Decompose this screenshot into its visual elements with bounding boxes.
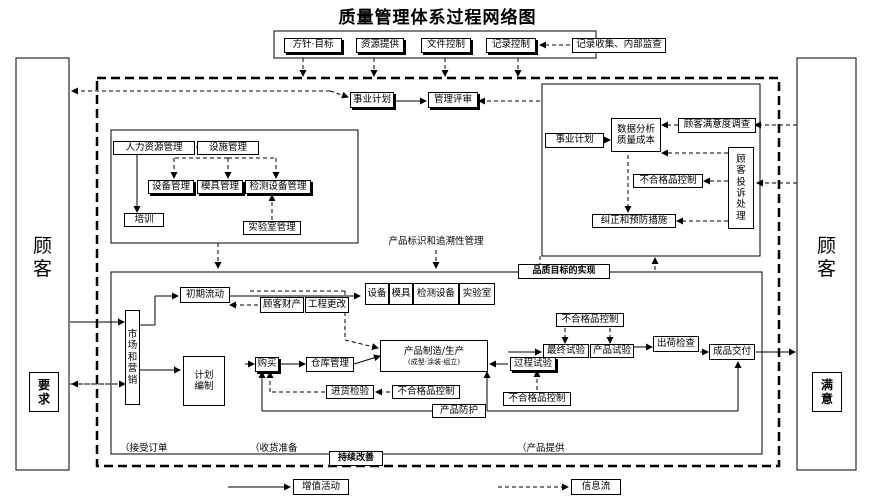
customer-property: 顾客财产 [260,297,304,313]
purchase: 购买 [255,357,279,372]
quality-goal-achievement: 品质目标的实现 [518,264,610,279]
facilities-management: 设施管理 [197,141,259,155]
diagram-title: 质量管理体系过程网络图 [338,8,537,28]
left-customer-panel [15,57,70,471]
corrective-preventive-action: 纠正和预防措施 [592,214,676,228]
left-customer-label: 顾 客 [32,235,52,280]
nonconforming-control-incoming: 不合格品控制 [392,385,460,399]
phase-receiving-preparation: （收货准备 [250,442,298,454]
plan-preparation: 计划 编制 [183,356,225,406]
phase-order-receipt: （接受订单 [120,442,168,454]
product-manufacturing: 产品制造/生产 (成型·涂装·组立) [380,340,488,372]
shipping-inspection: 出荷检查 [653,336,699,352]
business-plan-top: 事业计划 [350,92,394,108]
engineering-change: 工程更改 [305,297,349,313]
analysis-panel [541,83,761,257]
customer-complaint-handling: 顾 客 投 诉 处 理 [728,147,754,229]
requirement-box: 要 求 [29,372,59,412]
initial-flow: 初期流动 [180,287,230,303]
legend-value-added-activity: 增值活动 [293,479,349,495]
nonconforming-control-analysis: 不合格品控制 [633,174,703,188]
phase-product-provision: （产品提供 [517,442,565,454]
final-test: 最终试验 [543,344,589,358]
resource-lab: 实验室 [459,283,495,305]
right-customer-label: 顾 客 [816,235,836,280]
satisfaction-box: 满 意 [812,372,842,412]
incoming-inspection: 进货检验 [326,385,374,399]
data-analysis-quality-cost: 数据分析 质量成本 [611,118,661,152]
top-box-document-control: 文件控制 [421,38,471,53]
customer-satisfaction-survey: 顾客满意度调查 [678,118,756,133]
hr-management: 人力资源管理 [113,141,195,155]
resource-molds: 模具 [389,283,413,305]
top-box-policy: 方针·目标 [284,38,342,53]
resource-panel [110,129,359,244]
product-test: 产品试验 [590,344,634,358]
resource-inspection-equipment: 检测设备 [413,283,459,305]
warehouse-management: 仓库管理 [306,357,354,372]
top-box-resources: 资源提供 [356,38,404,53]
process-test: 过程试验 [510,357,556,371]
finished-product-delivery: 成品交付 [709,344,755,360]
product-protection: 产品防护 [432,404,486,418]
equipment-management: 设备管理 [148,180,194,194]
realization-panel [110,271,763,455]
top-box-record-control: 记录控制 [486,38,536,53]
right-customer-panel [796,57,857,471]
lab-management: 实验室管理 [243,221,301,235]
qms-boundary [95,76,781,468]
mold-management: 模具管理 [197,180,243,194]
nonconforming-control-final: 不合格品控制 [556,313,624,327]
management-review: 管理评审 [428,92,478,108]
legend-information-flow: 信息流 [571,479,621,495]
inspection-equipment-management: 检测设备管理 [245,180,311,194]
resource-equipment: 设备 [365,283,389,305]
traceability-management: 产品标识和追溯性管理 [388,235,484,247]
record-collection-audit: 记录收集、内部监查 [572,38,666,53]
training: 培训 [124,213,164,227]
business-plan-analysis: 事业计划 [545,133,604,148]
marketing-and-sales: 市 场 和 营 销 [125,310,140,405]
continuous-improvement: 持续改善 [329,451,383,466]
nonconforming-control-process: 不合格品控制 [503,392,571,406]
